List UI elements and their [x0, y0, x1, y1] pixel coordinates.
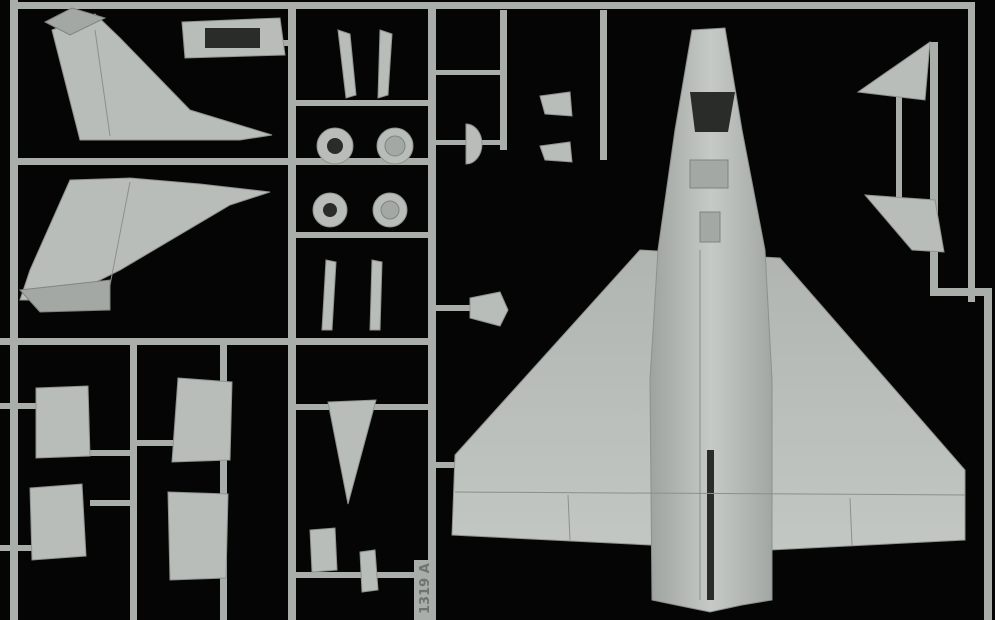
- sprue-label: 1319 A: [414, 560, 436, 620]
- landing-gear-struts: [321, 29, 393, 331]
- wheel-parts: [312, 127, 414, 228]
- canard-part: [18, 177, 271, 313]
- cockpit-tub-part: [181, 17, 286, 59]
- ventral-fin-parts: [856, 40, 945, 253]
- nose-cone-part: [327, 399, 377, 505]
- intake-parts: [29, 377, 233, 581]
- small-detail-parts: [309, 91, 573, 593]
- sprue-part-number: 1319 A: [418, 563, 433, 614]
- main-wing-fuselage-part: [451, 27, 966, 613]
- tail-fin-part: [43, 7, 273, 141]
